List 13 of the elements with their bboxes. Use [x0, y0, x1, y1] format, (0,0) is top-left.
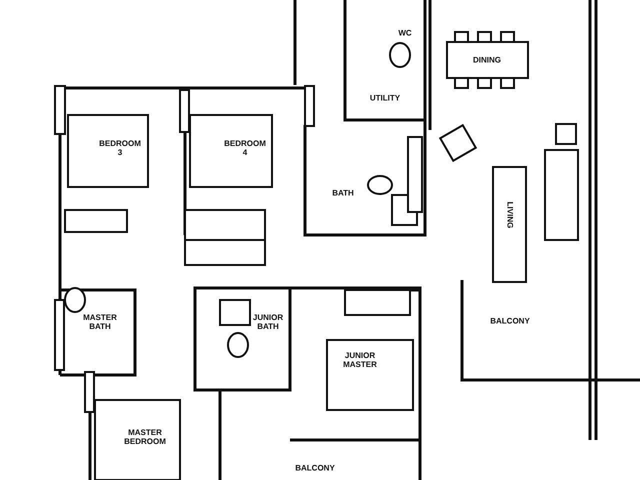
room-label: BEDROOM 4	[224, 139, 266, 157]
room-label: BEDROOM 3	[99, 139, 141, 157]
room-label: UTILITY	[368, 94, 402, 102]
room-label: MASTER BATH	[82, 313, 118, 331]
room-label: JUNIOR MASTER	[342, 351, 378, 369]
room-label: WC	[397, 28, 413, 38]
room-label: DINING	[472, 56, 502, 64]
room-label: BALCONY	[294, 464, 336, 472]
room-label: BATH	[331, 188, 355, 198]
room-label: MASTER BEDROOM	[123, 428, 167, 446]
room-label: BALCONY	[489, 316, 531, 326]
room-label: JUNIOR BATH	[252, 313, 284, 331]
room-label: LIVING	[506, 200, 514, 230]
